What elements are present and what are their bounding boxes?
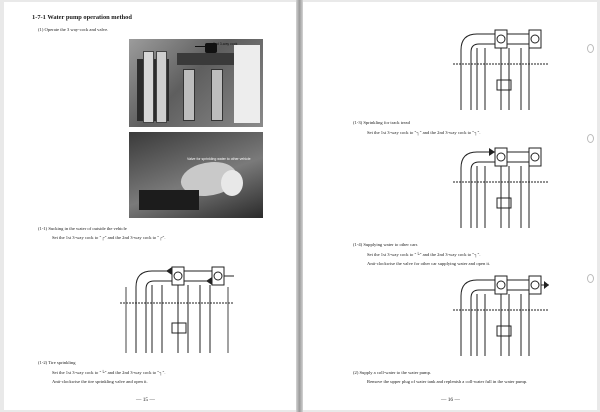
right-page: (1-3) Sprinkling for track tread Set the… bbox=[303, 2, 597, 410]
case-1-1-title: (1-1) Sucking in the water of outside th… bbox=[38, 226, 127, 231]
photo-valve: Valve for sprinkling water to other vehi… bbox=[129, 132, 263, 218]
binder-hole bbox=[587, 274, 594, 283]
case-1-2-title: (1-2) Tire sprinkling bbox=[38, 360, 76, 365]
step-2-title: (2) Supply a coll-water to the water pum… bbox=[353, 370, 432, 375]
binder-hole bbox=[587, 134, 594, 143]
photo-3-way-cock: 2nd 3-way cock bbox=[129, 39, 263, 127]
photo-2-callout: Valve for sprinkling water to other vehi… bbox=[187, 157, 251, 161]
binder-hole bbox=[587, 44, 594, 53]
pump-pipe-diagram-1-3 bbox=[453, 147, 549, 228]
case-1-3-title: (1-3) Sprinkling for track tread bbox=[353, 120, 410, 125]
pump-pipe-diagram-top bbox=[453, 29, 549, 110]
photo-1-callout: 2nd 3-way cock bbox=[213, 42, 238, 46]
case-1-4-note: Anti-clockwise the valve for other car s… bbox=[367, 261, 491, 266]
book-spine bbox=[296, 0, 303, 412]
pump-pipe-diagram-1-4 bbox=[453, 275, 549, 356]
left-page: 1-7-1 Water pump operation method (1) Op… bbox=[4, 2, 296, 410]
page-number-15: — 15 — bbox=[136, 397, 155, 403]
case-1-2-note: Anti-clockwise the tire sprinkling valve… bbox=[52, 379, 148, 384]
case-1-2-instruction: Set the 1st 3-way cock to "└" and the 2n… bbox=[52, 370, 166, 375]
case-1-4-instruction: Set the 1st 3-way cock to "└" and the 2n… bbox=[367, 252, 481, 257]
case-1-1-instruction: Set the 1st 3-way cock to "┌" and the 2n… bbox=[52, 235, 166, 240]
step-2-instruction: Remove the upper plug of water tank and … bbox=[367, 379, 528, 384]
page-number-16: — 16 — bbox=[441, 397, 460, 403]
case-1-4-title: (1-4) Supplying water to other cars bbox=[353, 242, 418, 247]
section-title: 1-7-1 Water pump operation method bbox=[32, 14, 132, 21]
case-1-3-instruction: Set the 1st 3-way cock to "┐" and the 2n… bbox=[367, 130, 481, 135]
pump-pipe-diagram-1-1 bbox=[120, 266, 234, 353]
step-1-text: (1) Operate the 3 way-cock and valve. bbox=[38, 27, 109, 32]
